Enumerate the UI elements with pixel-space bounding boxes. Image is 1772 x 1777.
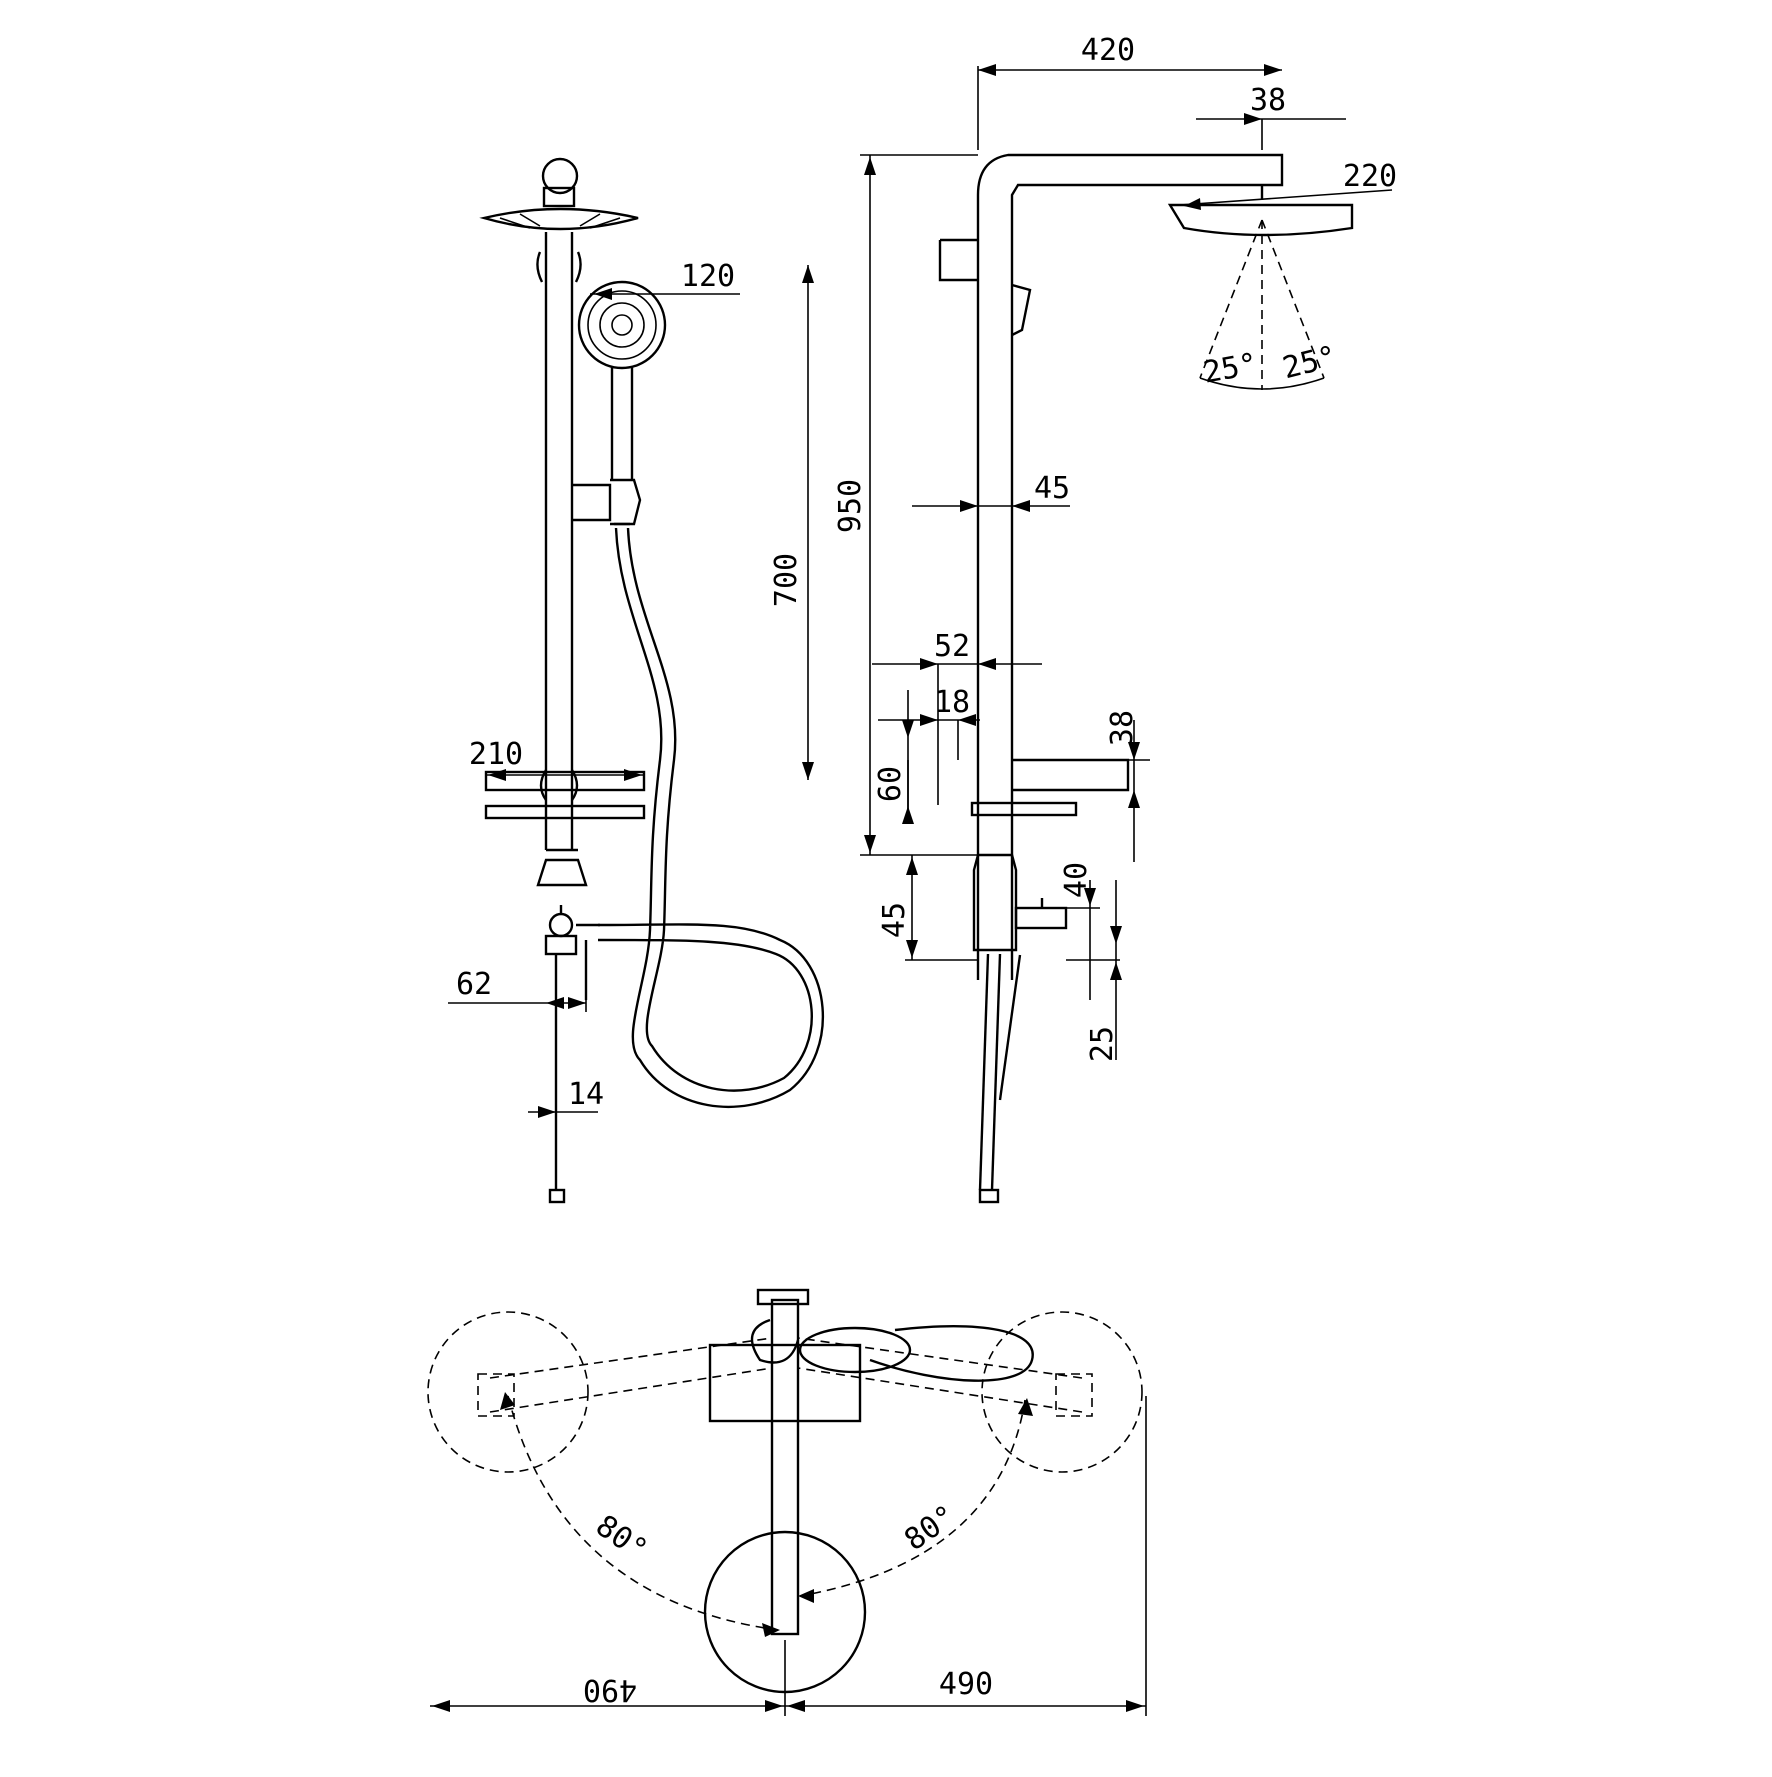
mixer-side — [972, 853, 1018, 952]
dimension-lines — [430, 64, 1393, 1716]
dim-62: 62 — [456, 967, 492, 1002]
hand-shower-face — [577, 280, 667, 370]
top-view — [427, 1288, 1143, 1694]
diverter — [536, 858, 588, 887]
inlet-cap-front — [548, 1188, 566, 1204]
dim-18: 18 — [934, 685, 970, 720]
soap-shelf-top — [484, 770, 646, 792]
swung-head-left — [477, 1373, 515, 1417]
dim-210: 210 — [469, 737, 523, 772]
swing-circle-left — [427, 1311, 589, 1473]
upper-bracket — [536, 251, 582, 283]
hose-inner — [597, 527, 813, 1092]
angle-80-left: 80° — [589, 1508, 653, 1568]
head-shower-slots — [499, 213, 621, 229]
hose-top — [869, 1325, 1034, 1382]
dim-490-right: 490 — [939, 1667, 993, 1702]
head-shower-front — [479, 207, 639, 231]
top-arm — [770, 1298, 800, 1636]
head-ball-joint — [542, 186, 576, 208]
dim-60: 60 — [873, 766, 908, 802]
side-pipe-arm — [976, 153, 1284, 980]
arc-arrow-right-bottom — [798, 1589, 814, 1603]
swung-arm-right — [797, 1337, 1083, 1413]
dim-52: 52 — [934, 629, 970, 664]
shelf-bracket — [539, 769, 579, 801]
top-body — [708, 1343, 862, 1423]
inlet-pipe-side-r — [990, 953, 1002, 1191]
angle-80-right: 80° — [898, 1498, 962, 1558]
front-view — [479, 157, 825, 1204]
tray-side — [970, 801, 1078, 817]
angle-25-right: 25° — [1279, 339, 1340, 386]
dimension-labels: 420 38 220 25° 25° 120 700 950 45 52 18 … — [456, 33, 1397, 1707]
mixer-body-front — [544, 934, 578, 956]
mixer-lever-side — [1014, 906, 1068, 930]
dim-45-lower: 45 — [877, 902, 912, 938]
dim-38-top: 38 — [1250, 83, 1286, 118]
dim-38-shelf: 38 — [1105, 710, 1140, 746]
side-view — [938, 153, 1354, 1204]
swing-circle-right — [981, 1311, 1143, 1473]
hand-shower-top — [798, 1326, 912, 1374]
top-wall-flange — [756, 1288, 810, 1306]
soap-shelf-tray — [484, 804, 646, 820]
arc-arrow-right-top — [1018, 1398, 1033, 1416]
dim-700: 700 — [769, 553, 804, 607]
spray-cone — [1199, 219, 1325, 390]
dim-40: 40 — [1059, 862, 1094, 898]
hand-shower-side — [1011, 283, 1032, 337]
dim-220-head: 220 — [1343, 159, 1397, 194]
dim-950: 950 — [833, 479, 868, 533]
mixer-knob-front — [548, 912, 574, 938]
swung-arm-left — [489, 1337, 773, 1413]
head-knob — [541, 157, 579, 195]
dim-25: 25 — [1085, 1026, 1120, 1062]
slide-holder — [572, 478, 642, 526]
dim-420: 420 — [1081, 33, 1135, 68]
wall-bracket-side — [938, 238, 978, 282]
swung-head-right — [1055, 1373, 1093, 1417]
dim-490-left: 490 — [583, 1672, 637, 1707]
swing-arc-left — [507, 1395, 779, 1631]
swing-arc-right — [799, 1399, 1026, 1597]
inlet-pipe-side-l — [978, 953, 990, 1191]
hose-drop-side — [998, 954, 1022, 1101]
head-shower-side — [1167, 203, 1354, 237]
hose-outer — [597, 527, 825, 1109]
arc-arrow-left-top — [500, 1392, 515, 1410]
shelf-side — [1012, 758, 1130, 792]
dim-14: 14 — [568, 1077, 604, 1112]
dim-120: 120 — [681, 259, 735, 294]
dim-45-pipe: 45 — [1034, 471, 1070, 506]
inlet-cap-side — [978, 1188, 1000, 1204]
arc-arrow-left-bottom — [762, 1623, 780, 1637]
hand-shower-nozzles — [587, 290, 657, 360]
top-joint — [750, 1318, 800, 1364]
